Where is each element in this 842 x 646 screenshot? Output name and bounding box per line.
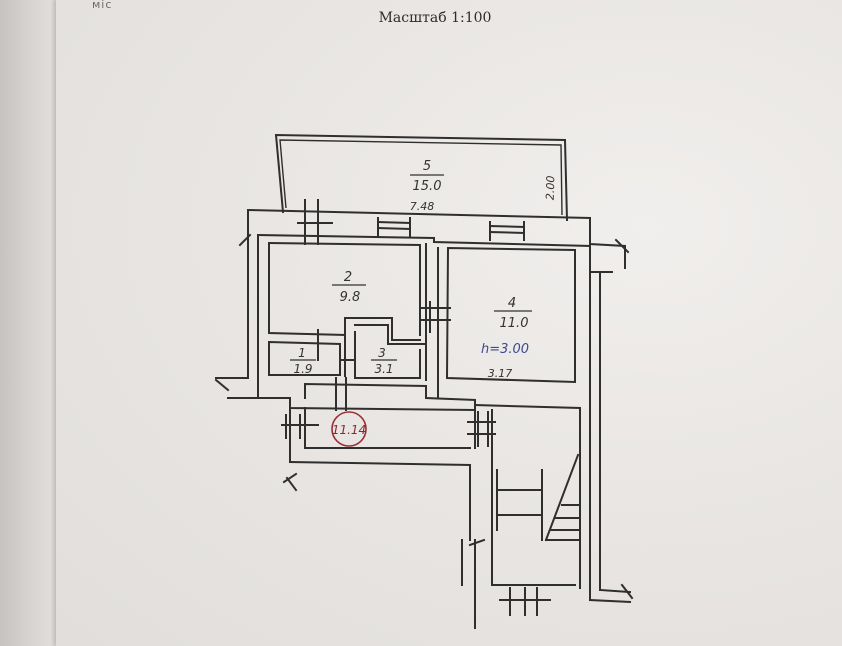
stairwell (461, 403, 581, 629)
room-1-number: 1 (298, 346, 306, 360)
balcony-outline (274, 133, 569, 222)
circled-area-mark: 11.14 (331, 411, 367, 447)
room-3-number: 3 (378, 346, 386, 360)
room-3-label: 3 3.1 (371, 346, 397, 376)
room-5-area: 15.0 (413, 179, 442, 194)
ceiling-height: h=3.00 (481, 342, 529, 357)
room-4-label: 4 11.0 (494, 296, 532, 331)
room-1-area: 1.9 (293, 362, 312, 376)
room-1-label: 1 1.9 (290, 346, 316, 376)
room-2-area: 9.8 (340, 290, 361, 305)
room-5-label: 5 15.0 (410, 159, 444, 194)
corridor-walls (288, 382, 477, 467)
room-2-walls (267, 241, 427, 381)
binder-edge (0, 0, 58, 646)
room-4-width: 3.17 (488, 367, 513, 380)
paper-sheet (56, 0, 842, 646)
balcony-length: 7.48 (410, 200, 435, 213)
cut-off-header-text: міс (92, 0, 113, 11)
room-4-walls (437, 246, 576, 399)
circled-area-value: 11.14 (332, 423, 366, 437)
balcony-depth: 2.00 (544, 175, 558, 200)
room-5-number: 5 (423, 159, 431, 174)
openings (281, 199, 526, 492)
room-2-number: 2 (344, 270, 352, 285)
room-2-label: 2 9.8 (332, 270, 366, 305)
room-4-number: 4 (508, 296, 516, 311)
scale-label: Масштаб 1:100 (378, 10, 492, 26)
room-4-area: 11.0 (500, 316, 529, 331)
outer-walls (214, 208, 634, 604)
room-3-area: 3.1 (374, 362, 393, 376)
small-rooms-walls (268, 331, 421, 379)
